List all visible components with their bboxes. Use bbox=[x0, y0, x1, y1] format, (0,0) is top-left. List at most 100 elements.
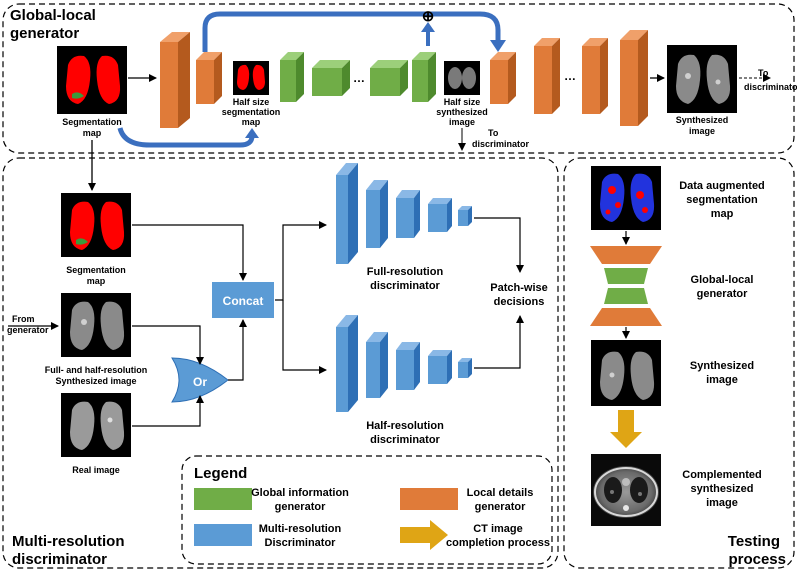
concat-label: Concat bbox=[223, 294, 264, 308]
arrow-concat-to-full bbox=[275, 221, 327, 301]
arrow-seg-to-concat bbox=[132, 224, 247, 281]
arrow-synth-to-or bbox=[132, 325, 204, 365]
skip-connection-arrow bbox=[202, 11, 501, 52]
half-seg-label-1: Half size bbox=[233, 97, 270, 107]
half-res-label-2: discriminator bbox=[370, 434, 440, 446]
half-synthesized-image bbox=[444, 61, 480, 95]
local-generator-block-5 bbox=[582, 38, 608, 114]
aug-label-1: Data augmented bbox=[679, 180, 765, 192]
disc-synth-label-1: Full- and half-resolution bbox=[45, 365, 148, 375]
or-gate-label: Or bbox=[193, 375, 207, 389]
augmented-seg-map-image bbox=[591, 166, 661, 230]
disc-seg-label-1: Segmentation bbox=[66, 265, 126, 275]
generator-ellipsis-1: … bbox=[353, 71, 365, 85]
legend-ct-1: CT image bbox=[473, 523, 523, 535]
patch-decisions-2: decisions bbox=[494, 296, 545, 308]
arrow-real-to-or bbox=[132, 395, 204, 427]
half-seg-label-2: segmentation bbox=[222, 107, 281, 117]
half-res-label-1: Half-resolution bbox=[366, 420, 444, 432]
syn-label-1: Synthesized bbox=[690, 360, 754, 372]
to-discriminator-right-1: To bbox=[758, 68, 769, 78]
synthesized-label-1: Synthesized bbox=[676, 115, 729, 125]
legend-blue-swatch bbox=[194, 524, 252, 546]
aug-label-3: map bbox=[711, 208, 734, 220]
comp-label-1: Complemented bbox=[682, 469, 761, 481]
global-generator-block-2 bbox=[312, 60, 350, 96]
segmentation-map-image bbox=[57, 46, 127, 114]
sum-symbol: ⊕ bbox=[422, 8, 435, 25]
arrow-concat-to-half bbox=[282, 300, 327, 374]
to-discriminator-mid-2: discriminator bbox=[472, 139, 530, 149]
testing-generator-icon bbox=[590, 246, 662, 326]
sum-connector-arrowhead bbox=[421, 22, 435, 32]
segmentation-map-label-2: map bbox=[83, 128, 102, 138]
concat-box bbox=[212, 282, 274, 318]
legend-title: Legend bbox=[194, 465, 247, 482]
to-discriminator-right-2: discriminator bbox=[744, 82, 797, 92]
disc-real-image bbox=[61, 393, 131, 457]
syn-label-2: image bbox=[706, 374, 738, 386]
arrow-or-to-concat bbox=[228, 319, 247, 381]
legend-local-1: Local details bbox=[467, 487, 534, 499]
full-res-label-2: discriminator bbox=[370, 280, 440, 292]
half-res-discriminator bbox=[336, 315, 472, 412]
patch-decisions-1: Patch-wise bbox=[490, 282, 547, 294]
downsample-arrowhead bbox=[245, 128, 259, 138]
testing-section-border bbox=[563, 157, 795, 569]
generator-ellipsis-2: … bbox=[564, 69, 576, 83]
global-generator-block-4 bbox=[412, 52, 436, 102]
local-generator-block-2 bbox=[196, 52, 222, 104]
arrow-half-to-decision bbox=[474, 315, 524, 369]
legend-green-swatch bbox=[194, 488, 252, 510]
discriminator-section-border bbox=[2, 157, 559, 569]
aug-label-2: segmentation bbox=[686, 194, 758, 206]
local-generator-block-6 bbox=[620, 30, 648, 126]
comp-label-3: image bbox=[706, 497, 738, 509]
half-syn-label-1: Half size bbox=[444, 97, 481, 107]
downsample-arrow bbox=[117, 127, 255, 148]
generator-title-line1: Global-local bbox=[10, 7, 96, 24]
legend-local-2: generator bbox=[475, 501, 526, 513]
legend-global-2: generator bbox=[275, 501, 326, 513]
testing-title-2: process bbox=[728, 551, 786, 568]
generator-section-border bbox=[2, 3, 795, 154]
arrow-full-to-decision bbox=[474, 217, 524, 273]
local-generator-block-3 bbox=[490, 52, 516, 104]
half-syn-label-2: synthesized bbox=[436, 107, 488, 117]
comp-label-2: synthesized bbox=[691, 483, 754, 495]
ct-completion-arrow bbox=[610, 410, 642, 448]
legend-multi-1: Multi-resolution bbox=[259, 523, 342, 535]
skip-connection-arrowhead bbox=[490, 40, 506, 52]
half-seg-map-image bbox=[233, 61, 269, 95]
legend-multi-2: Discriminator bbox=[265, 537, 337, 549]
generator-title-line2: generator bbox=[10, 25, 79, 42]
disc-synthesized-image bbox=[61, 293, 131, 357]
segmentation-map-label-1: Segmentation bbox=[62, 117, 122, 127]
glg-label-1: Global-local bbox=[691, 274, 754, 286]
testing-synthesized-image bbox=[591, 340, 661, 406]
full-res-discriminator bbox=[336, 163, 472, 264]
disc-seg-label-2: map bbox=[87, 276, 106, 286]
half-syn-label-3: image bbox=[449, 117, 475, 127]
disc-segmentation-map-image bbox=[61, 193, 131, 257]
legend-ct-2: completion process bbox=[446, 537, 550, 549]
to-discriminator-mid-1: To bbox=[488, 128, 499, 138]
local-generator-block-1 bbox=[160, 32, 190, 128]
glg-label-2: generator bbox=[697, 288, 748, 300]
legend-border bbox=[181, 455, 553, 565]
synthesized-label-2: image bbox=[689, 126, 715, 136]
local-generator-block-4 bbox=[534, 38, 560, 114]
disc-real-label: Real image bbox=[72, 465, 120, 475]
discriminator-title-2: discriminator bbox=[12, 551, 107, 568]
discriminator-title-1: Multi-resolution bbox=[12, 533, 125, 550]
full-res-label-1: Full-resolution bbox=[367, 266, 444, 278]
legend-gold-arrow bbox=[400, 520, 448, 550]
legend-orange-swatch bbox=[400, 488, 458, 510]
synthesized-image bbox=[667, 45, 737, 113]
global-generator-block-3 bbox=[370, 60, 408, 96]
legend-global-1: Global information bbox=[251, 487, 349, 499]
from-generator-1: From bbox=[12, 314, 35, 324]
complemented-ct-image bbox=[591, 454, 661, 526]
testing-title-1: Testing bbox=[728, 533, 780, 550]
